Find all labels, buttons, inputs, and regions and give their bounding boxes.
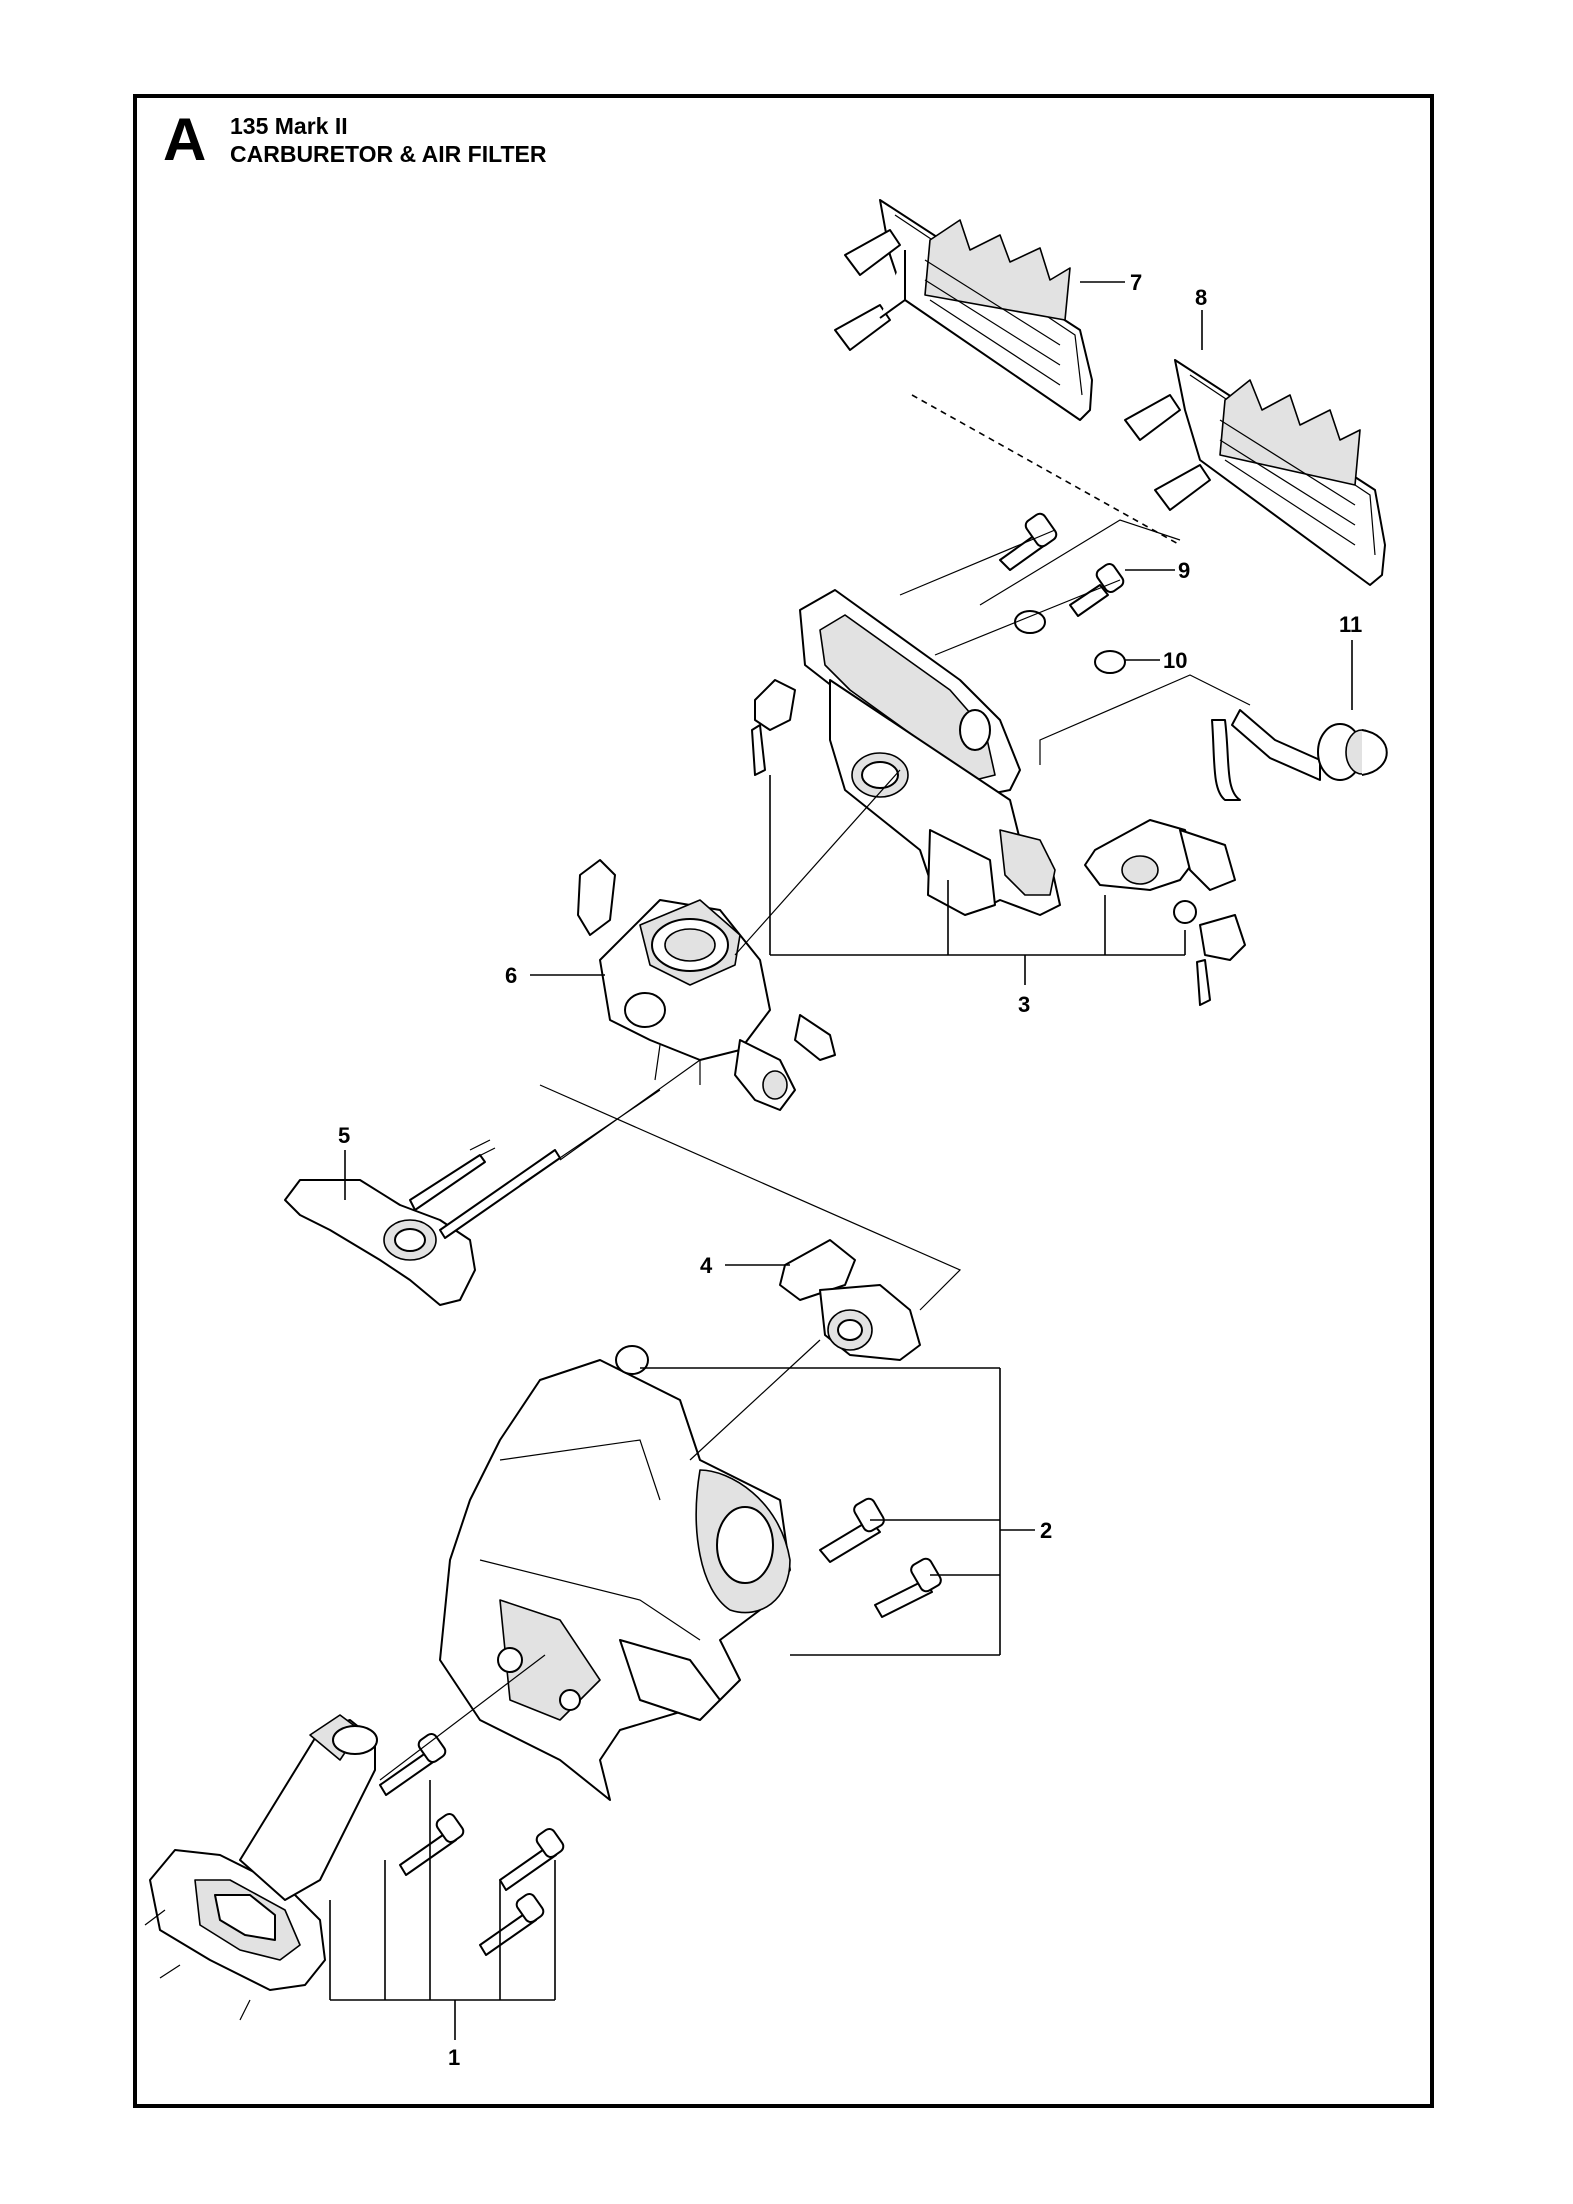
section-letter: A [163,106,207,173]
air-filter-part-8 [1124,359,1386,586]
intake-flange-part-5 [284,1139,561,1306]
cover-part-2 [439,1345,942,1801]
manifold-part-1 [144,1714,565,2021]
housing-part-3 [751,589,1246,1006]
callout-5: 5 [338,1123,350,1148]
page-frame [133,94,1434,2108]
adapter-part-4 [779,1239,921,1361]
filter-pair-dashed-link [911,394,1181,546]
carburetor-part-6 [577,859,836,1111]
callout-3: 3 [1018,992,1030,1017]
callout-9: 9 [1178,558,1190,583]
grommet-part-10 [1014,610,1126,674]
callout-8: 8 [1195,285,1207,310]
callout-2: 2 [1040,1518,1052,1543]
callout-4: 4 [700,1253,713,1278]
air-filter-part-7 [834,199,1093,421]
callout-10: 10 [1163,648,1187,673]
diagram-title: CARBURETOR & AIR FILTER [230,141,547,167]
callout-1: 1 [448,2045,460,2070]
callout-7: 7 [1130,270,1142,295]
model-name: 135 Mark II [230,113,348,139]
leader-lines [329,281,1353,2040]
primer-bulb-part-11 [1211,709,1388,801]
bolt-part-9 [999,512,1125,617]
callout-6: 6 [505,963,517,988]
callout-11: 11 [1339,612,1362,637]
